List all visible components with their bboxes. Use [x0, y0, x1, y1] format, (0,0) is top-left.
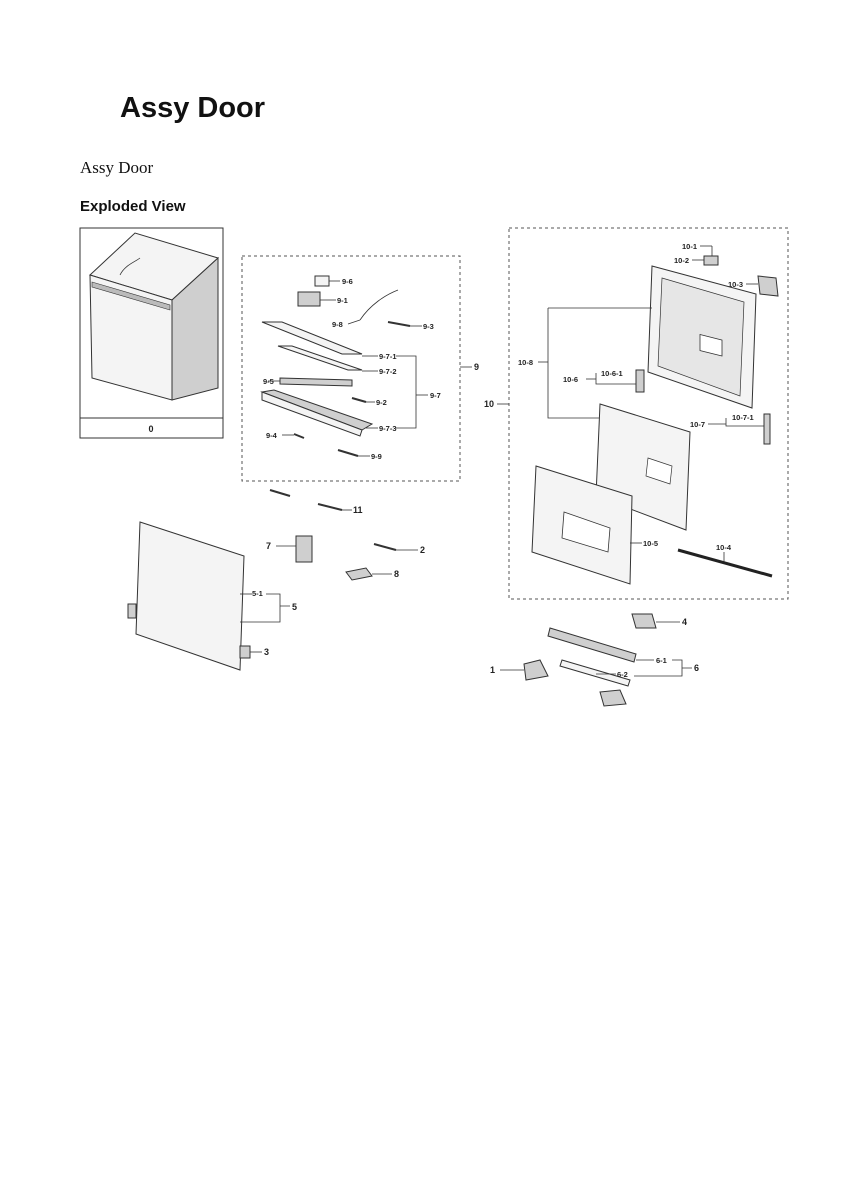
section-heading: Exploded View — [80, 198, 186, 215]
callout-9-9: 9-9 — [371, 452, 382, 461]
part-10-6-1 — [635, 369, 645, 393]
callout-8: 8 — [394, 569, 399, 579]
callout-6: 6 — [694, 663, 699, 673]
group-10-inner-door: 10-1 10-2 10-3 10-8 10-6-1 10-6 10 10-7-… — [484, 227, 789, 600]
callout-10-8: 10-8 — [518, 358, 533, 367]
dishwasher-illustration — [89, 232, 219, 401]
callout-9-2: 9-2 — [376, 398, 387, 407]
part-11-b — [317, 503, 343, 511]
callout-3: 3 — [264, 647, 269, 657]
part-9-7-2 — [277, 345, 363, 371]
part-6-2 — [559, 659, 631, 687]
loose-parts: 11 7 2 8 5-1 5 3 4 6-1 6-2 6 — [127, 489, 699, 707]
group-9-control-panel: 9-6 9-1 9-8 9-3 9-7-1 9-7-2 9-5 9-2 9-7-… — [241, 255, 479, 482]
callout-9-1: 9-1 — [337, 296, 348, 305]
callout-2: 2 — [420, 545, 425, 555]
callout-10-1: 10-1 — [682, 242, 697, 251]
part-7 — [295, 535, 313, 563]
callout-10-4: 10-4 — [716, 543, 732, 552]
callout-10-3: 10-3 — [728, 280, 743, 289]
callout-1: 1 — [490, 665, 495, 675]
part-10-7-1 — [763, 413, 771, 445]
page-subtitle: Assy Door — [80, 158, 154, 177]
callout-10-6-1: 10-6-1 — [601, 369, 623, 378]
part-9-1 — [297, 291, 321, 307]
part-4 — [631, 613, 657, 629]
part-11-a — [269, 489, 291, 497]
part-6-1 — [547, 627, 637, 663]
part-9-6 — [314, 275, 330, 287]
part-9-2 — [351, 397, 367, 403]
part-9-8 — [359, 289, 399, 321]
callout-9-7-1: 9-7-1 — [379, 352, 397, 361]
part-10-3 — [757, 275, 779, 297]
part-9-4 — [293, 433, 305, 439]
callout-10-5: 10-5 — [643, 539, 658, 548]
callout-5: 5 — [292, 602, 297, 612]
callout-9-8: 9-8 — [332, 320, 343, 329]
part-10-4 — [677, 548, 773, 578]
callout-10-6: 10-6 — [563, 375, 578, 384]
callout-9-7: 9-7 — [430, 391, 441, 400]
part-9-7-3 — [260, 389, 374, 431]
part-9-9 — [337, 449, 359, 457]
part-1 — [523, 659, 549, 681]
part-5-handle — [127, 603, 137, 619]
callout-4: 4 — [682, 617, 687, 627]
part-2 — [373, 543, 397, 551]
part-9-7-1 — [261, 321, 363, 355]
part-9-5 — [279, 377, 353, 387]
callout-10-7-1: 10-7-1 — [732, 413, 754, 422]
callout-11: 11 — [353, 505, 363, 515]
callout-9-6: 9-6 — [342, 277, 353, 286]
part-3 — [239, 645, 251, 659]
part-9-3 — [387, 321, 411, 327]
callout-10-2: 10-2 — [674, 256, 689, 265]
part-8 — [345, 567, 373, 581]
callout-6-1: 6-1 — [656, 656, 667, 665]
page-title: Assy Door — [120, 92, 266, 124]
callout-6-2: 6-2 — [617, 670, 628, 679]
callout-9-3: 9-3 — [423, 322, 434, 331]
callout-5-1: 5-1 — [252, 589, 263, 598]
callout-9-4: 9-4 — [266, 431, 278, 440]
callout-10-7: 10-7 — [690, 420, 705, 429]
callout-7: 7 — [266, 541, 271, 551]
overview-panel: 0 — [79, 227, 224, 439]
callout-9-7-3: 9-7-3 — [379, 424, 397, 433]
overview-label: 0 — [148, 424, 153, 434]
part-10-2 — [703, 255, 719, 266]
callout-9-5: 9-5 — [263, 377, 274, 386]
callout-9-7-2: 9-7-2 — [379, 367, 397, 376]
callout-9: 9 — [474, 362, 479, 372]
callout-10: 10 — [484, 399, 494, 409]
part-5-front-panel — [135, 521, 245, 671]
part-bottom-bracket — [599, 689, 627, 707]
